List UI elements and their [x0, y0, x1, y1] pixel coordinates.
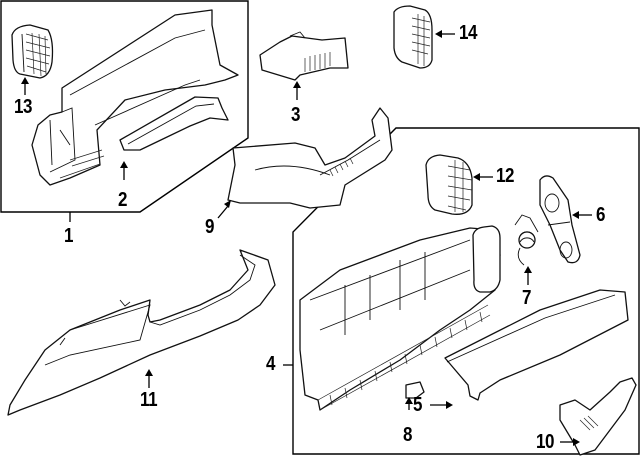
spring-part: [514, 214, 539, 266]
air-vent-right-part: [425, 154, 473, 215]
center-air-duct-part: [259, 31, 349, 81]
callout-2[interactable]: 2: [118, 189, 128, 211]
glove-box-bin-part: [299, 225, 501, 411]
callout-14[interactable]: 14: [459, 22, 478, 44]
callout-5[interactable]: 5: [413, 394, 423, 416]
glove-box-door-part: [444, 289, 629, 401]
callout-8[interactable]: 8: [403, 424, 413, 446]
group-box-1: [0, 0, 249, 213]
group-box-4: [292, 127, 640, 455]
air-vent-left-part: [11, 24, 54, 79]
latch-bracket-part: [539, 175, 581, 264]
callout-6[interactable]: 6: [596, 204, 606, 226]
callout-7[interactable]: 7: [522, 287, 532, 309]
callout-11[interactable]: 11: [140, 389, 158, 411]
dash-trim-panel-part: [7, 249, 276, 416]
lower-trim-panel-part: [119, 96, 229, 151]
end-trim-cap-part: [559, 377, 637, 456]
callout-9[interactable]: 9: [205, 216, 215, 238]
callout-4[interactable]: 4: [266, 353, 276, 375]
callout-1[interactable]: 1: [64, 225, 74, 247]
callout-13[interactable]: 13: [14, 96, 33, 118]
air-vent-center-part: [393, 5, 433, 69]
callout-12[interactable]: 12: [496, 165, 515, 187]
knee-bolster-panel-part: [227, 107, 393, 209]
bumper-stop-part: [405, 381, 425, 399]
callout-3[interactable]: 3: [291, 104, 301, 126]
lower-trim-group-part: [31, 9, 239, 186]
callout-10[interactable]: 10: [536, 431, 555, 453]
